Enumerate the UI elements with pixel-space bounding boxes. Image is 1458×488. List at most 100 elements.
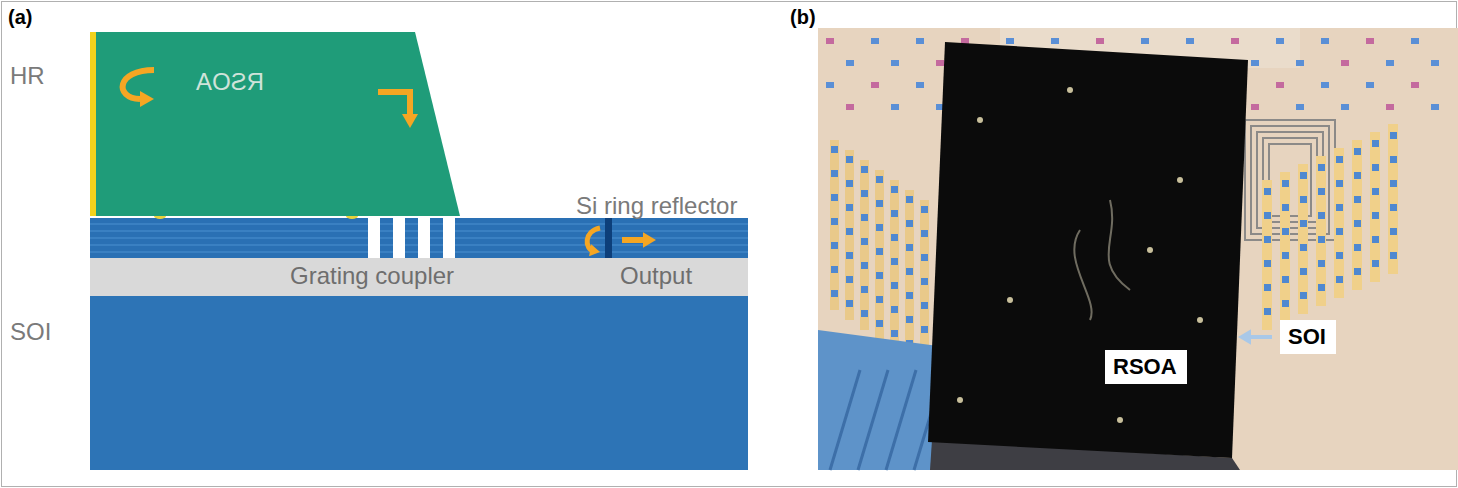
bond-pad xyxy=(1341,60,1349,66)
bond-pad xyxy=(1264,260,1271,267)
pad-strip xyxy=(890,180,899,350)
bond-pad xyxy=(1372,188,1379,195)
bond-pad xyxy=(906,244,913,251)
bond-pad xyxy=(906,316,913,323)
arrow-head xyxy=(140,91,154,107)
bond-pad xyxy=(891,60,899,66)
bond-pad xyxy=(876,272,883,279)
surface-speck xyxy=(1197,317,1203,323)
bond-pad xyxy=(846,252,853,259)
bond-pad xyxy=(1336,204,1343,211)
bond-pad xyxy=(876,248,883,255)
bond-pad xyxy=(1096,38,1104,44)
bond-pad xyxy=(861,262,868,269)
bond-pad xyxy=(1141,38,1149,44)
part-name: HR xyxy=(10,62,45,90)
bond-pad xyxy=(1276,38,1284,44)
photo-label: SOI xyxy=(1288,324,1328,349)
bond-pad xyxy=(1300,172,1307,179)
bond-pad xyxy=(1390,204,1397,211)
bond-pad xyxy=(831,218,838,225)
bond-pad xyxy=(1296,104,1304,110)
part-name: Si ring reflector xyxy=(576,192,737,220)
bond-pad xyxy=(1282,252,1289,259)
ring-reflector xyxy=(605,218,612,258)
photo-label-box: RSOA xyxy=(1105,350,1187,384)
bond-pad xyxy=(1318,212,1325,219)
bond-pad xyxy=(1300,292,1307,299)
bond-pad xyxy=(861,286,868,293)
bond-pad xyxy=(1341,104,1349,110)
bond-pad xyxy=(1354,268,1361,275)
bond-pad xyxy=(1282,180,1289,187)
bond-pad xyxy=(921,254,928,261)
bond-pad xyxy=(846,204,853,211)
pad-strip xyxy=(1280,172,1290,322)
bond-pad xyxy=(1186,38,1194,44)
surface-speck xyxy=(1117,417,1123,423)
part-name: SOI xyxy=(10,318,51,346)
bond-pad xyxy=(1318,284,1325,291)
bond-pad xyxy=(1390,228,1397,235)
bond-pad xyxy=(906,292,913,299)
bond-pad xyxy=(891,306,898,313)
pad-strip xyxy=(1298,164,1308,314)
arrow-head xyxy=(1238,329,1251,345)
metal-line xyxy=(886,370,916,470)
bond-pad xyxy=(1300,244,1307,251)
silicon-substrate xyxy=(90,296,748,470)
bond-pad xyxy=(1006,38,1014,44)
bond-pad xyxy=(906,220,913,227)
photo-label: RSOA xyxy=(1113,354,1179,379)
bond-pad xyxy=(831,266,838,273)
text-holder: RSOA xyxy=(196,68,264,96)
bond-pad xyxy=(1411,38,1419,44)
bond-pad xyxy=(1372,260,1379,267)
bond-pad xyxy=(916,38,924,44)
bond-pad xyxy=(1318,260,1325,267)
bond-pad xyxy=(1354,244,1361,251)
bond-pad xyxy=(1411,82,1419,88)
coupling-arrow xyxy=(378,92,410,114)
bond-pad xyxy=(831,242,838,249)
bond-pad xyxy=(1390,180,1397,187)
pad-strip xyxy=(1352,140,1362,290)
grating-tooth xyxy=(368,218,380,258)
bond-pad xyxy=(891,282,898,289)
bond-pad xyxy=(1390,252,1397,259)
bond-pad xyxy=(1336,156,1343,163)
pad-strip xyxy=(875,170,884,340)
silicon-layer xyxy=(90,218,748,258)
surface-speck xyxy=(1177,177,1183,183)
bond-pad xyxy=(831,170,838,177)
bond-pad xyxy=(846,156,853,163)
surface-speck xyxy=(977,117,983,123)
pad-strip xyxy=(830,140,839,310)
rsoa-chip xyxy=(928,42,1248,458)
grating-tooth xyxy=(418,218,430,258)
bond-pad xyxy=(1336,180,1343,187)
metal-line xyxy=(858,370,888,470)
bond-pad xyxy=(861,238,868,245)
bond-pad xyxy=(1390,132,1397,139)
rsoa-chip: RSOA xyxy=(96,32,460,216)
pad-strip xyxy=(1370,132,1380,282)
bond-pad xyxy=(1264,212,1271,219)
bond-pad xyxy=(1300,268,1307,275)
surface-speck xyxy=(1147,247,1153,253)
bond-pad xyxy=(861,166,868,173)
bond-pad xyxy=(1431,104,1439,110)
bond-pad xyxy=(921,326,928,333)
bond-pad xyxy=(1372,140,1379,147)
bond-pad xyxy=(876,224,883,231)
arrow-head xyxy=(589,244,600,256)
reflection-arrow xyxy=(123,70,154,99)
bond-pad xyxy=(1282,228,1289,235)
bond-pad xyxy=(1354,148,1361,155)
bond-pad xyxy=(1264,284,1271,291)
bond-pad xyxy=(846,300,853,307)
chip-photo xyxy=(818,28,1458,470)
pad-strip xyxy=(905,190,914,360)
bond-pad xyxy=(1354,196,1361,203)
